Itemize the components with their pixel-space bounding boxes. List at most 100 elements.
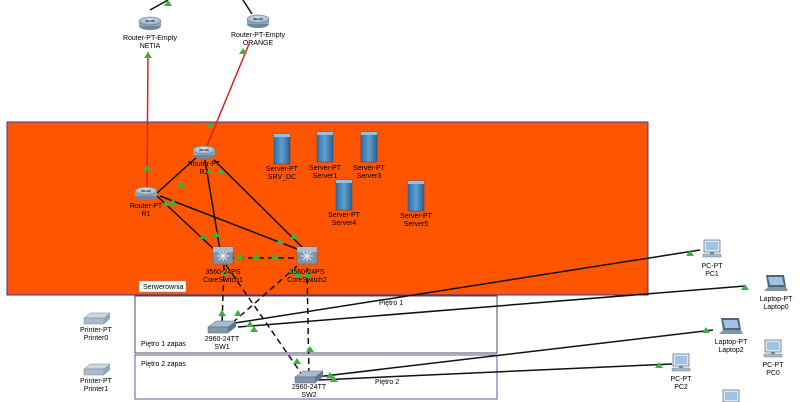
port-light [741,284,749,290]
floor2-backup-area[interactable]: Piętro 2 zapas Piętro 2 [134,354,498,400]
device-orange[interactable]: Router-PT-Empty ORANGE [231,14,286,47]
device-name-label: Server5 [404,221,429,228]
device-type-label: Server-PT [266,166,299,173]
floor2-backup-label: Piętro 2 zapas [141,361,186,368]
link-orange-up[interactable] [242,0,253,15]
device-type-label: PC-PT [702,263,724,270]
port-light [294,271,302,277]
device-r1[interactable]: Router-PT R1 [130,186,163,218]
port-light [204,168,212,174]
device-core1[interactable]: 3560-24PS CoreSwitch1 [203,246,243,284]
port-light [239,48,247,54]
device-type-label: PC-PT [671,376,693,383]
port-light [236,253,244,259]
port-light [655,362,663,368]
router-icon [246,14,270,28]
port-light [206,122,214,128]
port-light [686,250,694,256]
device-name-label: Server3 [357,173,382,180]
link-netia-r1[interactable] [146,51,149,188]
device-type-label: Server-PT [328,212,361,219]
device-type-label: Server-PT [309,165,342,172]
device-name-label: Printer1 [84,386,109,393]
port-light [271,253,279,259]
router-icon [134,186,158,200]
port-light [250,326,258,332]
device-type-label: Laptop-PT [715,339,748,346]
device-type-label: 2960-24TT [205,336,240,343]
device-name-label: Laptop0 [763,304,788,311]
device-type-label: Router-PT [130,203,163,210]
device-printer1[interactable]: Printer-PT Printer1 [80,363,113,393]
router-icon [192,145,216,159]
device-type-label: 3560-24PS [289,269,324,276]
device-pc1[interactable]: PC-PT PC1 [702,239,724,278]
device-name-label: Printer0 [84,335,109,342]
floor1-area-box [134,295,498,354]
device-netia[interactable]: Router-PT-Empty NETIA [123,16,178,50]
device-core2[interactable]: 3560-24PS CoreSwitch2 [287,246,327,284]
device-type-label: Printer-PT [80,378,113,385]
device-type-label: 3560-24PS [205,269,240,276]
link-sw1-pc1[interactable] [234,249,701,324]
device-type-label: Laptop-PT [760,296,793,303]
device-name-label: PC2 [674,384,688,391]
link-sw2-laptop2[interactable] [315,329,714,378]
device-sw1[interactable]: 2960-24TT SW1 [205,320,240,351]
link-sw1-laptop0[interactable] [237,285,746,328]
device-server4[interactable]: Server-PT Server4 [328,179,361,227]
link-netia-up[interactable] [149,0,169,11]
device-type-label: PC-PT [763,362,785,369]
device-server1[interactable]: Server-PT Server1 [309,131,342,180]
floor1-backup-area[interactable]: Piętro 1 zapas Piętro 1 [134,295,498,354]
device-server5[interactable]: Server-PT Server5 [400,180,433,228]
server-icon [273,133,291,165]
link-r2-core2[interactable] [213,159,306,251]
link-orange-r2[interactable] [205,43,250,149]
device-printer0[interactable]: Printer-PT Printer0 [80,312,113,342]
device-pc2[interactable]: PC-PT PC2 [671,353,693,391]
switch-icon [294,370,324,384]
device-name-label: NETIA [140,43,161,50]
multilayer-switch-icon [212,246,234,265]
device-laptop0[interactable]: Laptop-PT Laptop0 [760,275,793,311]
device-pc0[interactable]: PC-PT PC0 [763,339,785,377]
port-light [252,253,260,259]
port-light [199,233,207,239]
device-srv-dc[interactable]: Server-PT SRV_DC [266,133,299,181]
device-laptop2[interactable]: Laptop-PT Laptop2 [715,318,748,354]
device-type-label: Router-PT [188,161,221,168]
pc-icon [763,339,783,358]
device-name-label: Server4 [332,220,357,227]
router-icon [138,16,162,30]
port-light [169,199,177,205]
port-light [246,321,254,327]
laptop-icon [764,275,788,291]
floor1-label: Piętro 1 [379,300,403,307]
device-name-label: PC0 [766,370,780,377]
device-r2[interactable]: Router-PT R2 [188,145,221,176]
device-name-label: ORANGE [243,40,274,47]
device-name-label: CoreSwitch2 [287,277,327,284]
link-core1-sw2[interactable] [225,264,304,377]
device-name-label: SW1 [214,344,229,351]
port-status-lights [143,0,749,382]
server-room-label: Serwerownia [143,284,184,291]
link-sw2-pc2[interactable] [317,363,673,381]
device-partial-pc[interactable] [722,389,740,402]
port-light [220,270,228,276]
link-r1-r2[interactable] [156,155,199,194]
device-name-label: PC1 [705,271,719,278]
pc-icon [671,353,691,372]
device-name-label: R1 [142,211,151,218]
device-server3[interactable]: Server-PT Server3 [353,131,386,180]
device-name-label: SW2 [301,392,316,399]
port-light [177,181,185,187]
device-name-label: CoreSwitch1 [203,277,243,284]
port-light [217,168,225,174]
device-sw2[interactable]: 2960-24TT SW2 [292,370,327,399]
port-light [293,358,301,364]
device-name-label: SRV_DC [268,174,296,181]
port-light [289,267,297,273]
